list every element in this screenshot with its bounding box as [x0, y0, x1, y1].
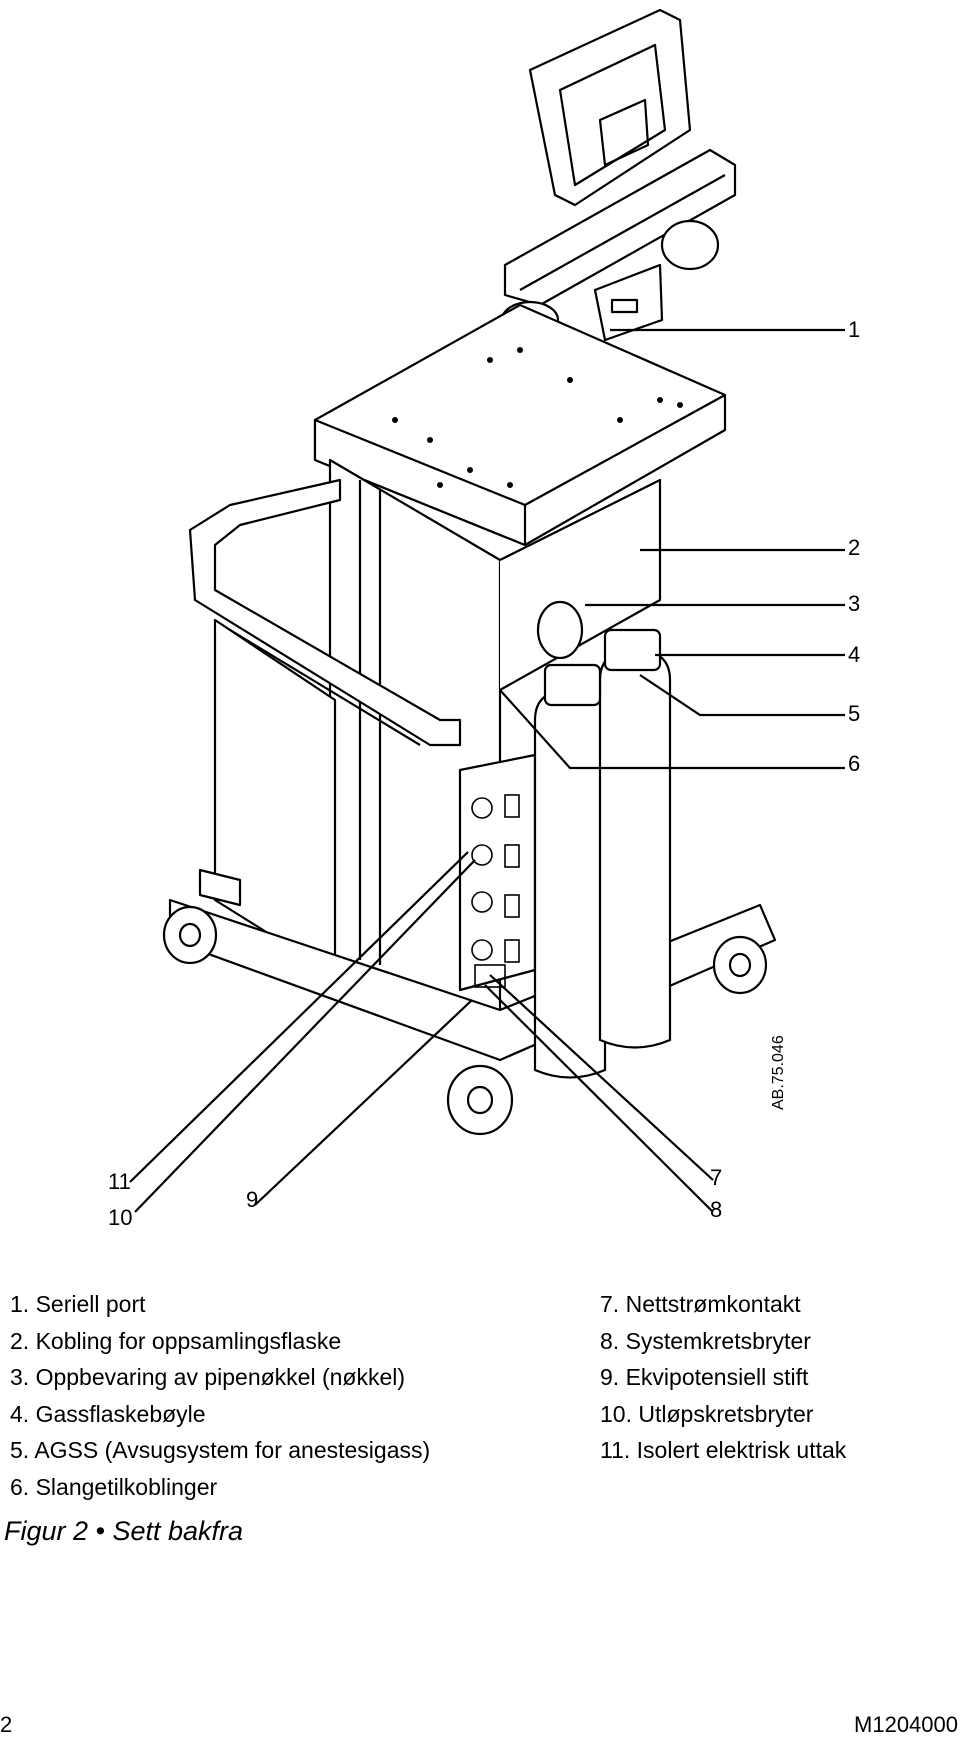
agss-reservoir	[536, 600, 584, 660]
document-number: M1204000	[854, 1712, 958, 1737]
legend-item: 3. Oppbevaring av pipenøkkel (nøkkel)	[10, 1364, 406, 1390]
callout-10: 10	[108, 1205, 133, 1230]
callout-4: 4	[848, 642, 861, 667]
legend-item: 5. AGSS (Avsugsystem for anestesigass)	[10, 1437, 431, 1463]
serial-port-panel	[593, 263, 664, 342]
gas-cylinder-right	[598, 648, 672, 1049]
page-number: 2	[0, 1712, 13, 1737]
callout-6: 6	[848, 751, 861, 776]
legend-item: 6. Slangetilkoblinger	[10, 1473, 218, 1500]
legend-item: 11. Isolert elektrisk uttak	[600, 1437, 847, 1463]
legend-item: 4. Gassflaskebøyle	[10, 1400, 206, 1427]
callout-2: 2	[848, 535, 861, 560]
cylinder-yoke-right	[603, 628, 662, 672]
figure-caption: Figur 2 • Sett bakfra	[4, 1516, 244, 1546]
legend-item: 9. Ekvipotensiell stift	[600, 1364, 809, 1390]
callout-5: 5	[848, 701, 861, 726]
legend-item: 10. Utløpskretsbryter	[600, 1400, 814, 1427]
legend-item: 7. Nettstrømkontakt	[600, 1291, 801, 1317]
callout-3: 3	[848, 591, 861, 616]
legend-right: 7. Nettstrømkontakt 8. Systemkretsbryter…	[600, 1286, 846, 1469]
callout-8: 8	[710, 1197, 723, 1222]
legend-item: 2. Kobling for oppsamlingsflaske	[10, 1327, 342, 1354]
handle	[188, 478, 462, 747]
anesthesia-machine-drawing	[129, 8, 845, 1213]
legend-left: 1. Seriell port 2. Kobling for oppsamlin…	[10, 1286, 430, 1505]
legend-item: 1. Seriell port	[10, 1291, 146, 1317]
figure-rear-view: 1 2 3 4 5 6 7 8 9 10 11 AB.75.046	[108, 8, 861, 1230]
legend-item: 8. Systemkretsbryter	[600, 1327, 811, 1354]
callout-7: 7	[710, 1165, 723, 1190]
figure-code: AB.75.046	[770, 1035, 787, 1110]
callout-9: 9	[246, 1187, 259, 1212]
callout-11: 11	[108, 1169, 131, 1194]
cylinder-yoke-left	[543, 663, 602, 707]
callout-1: 1	[848, 317, 861, 342]
outlet-panel	[458, 753, 537, 992]
gas-cylinder-left	[533, 688, 607, 1079]
